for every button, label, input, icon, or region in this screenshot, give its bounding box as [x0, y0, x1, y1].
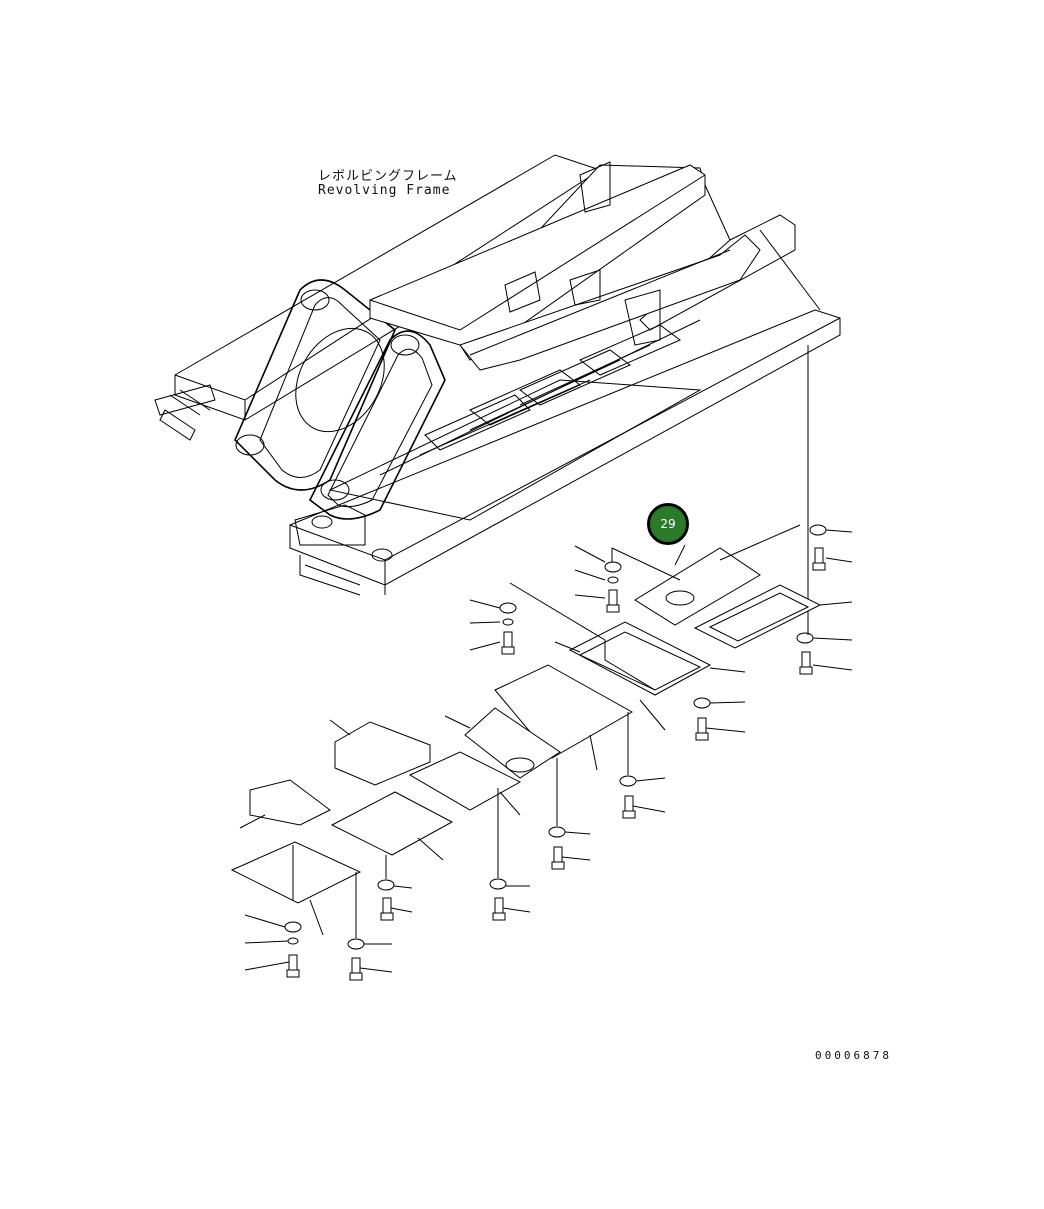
frame-label-english: Revolving Frame: [318, 183, 451, 198]
leader-lines: [239, 529, 853, 973]
revolving-frame-drawing: [154, 154, 841, 635]
document-number: 00006878: [815, 1049, 892, 1062]
callout-29[interactable]: 29: [647, 503, 689, 545]
frame-label-japanese: レボルビングフレーム: [318, 169, 458, 184]
cover-plates: [230, 524, 822, 904]
